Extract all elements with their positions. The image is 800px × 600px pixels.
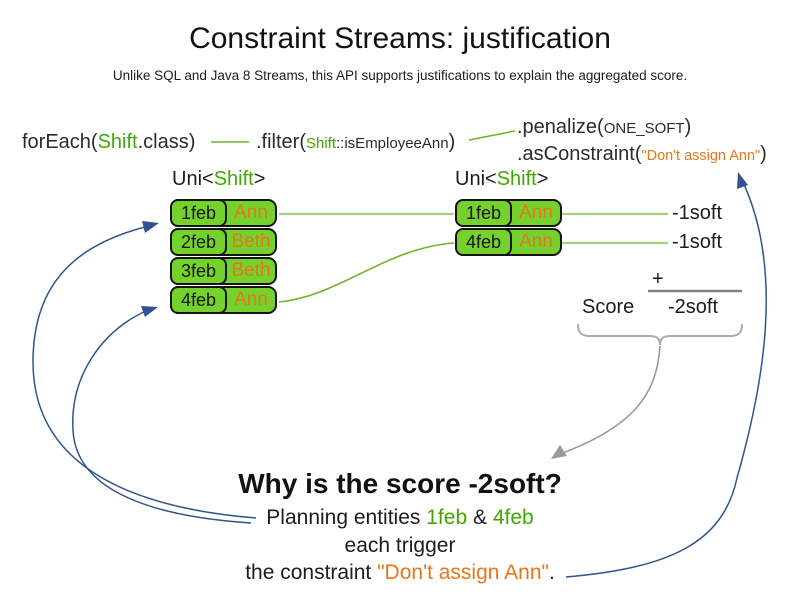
line3-post: . xyxy=(548,561,555,584)
explanation-line1: Planning entities 1feb & 4feb xyxy=(0,506,800,530)
connector-filter-to-penalize xyxy=(468,130,516,141)
row-date: 1feb xyxy=(455,199,512,227)
penalty-1: -1soft xyxy=(672,202,723,224)
explanation-line3: the constraint "Don't assign Ann". xyxy=(0,561,800,585)
line1-entity-1feb: 1feb xyxy=(426,506,468,529)
penalize-pre: .penalize( xyxy=(517,116,604,138)
page-title: Constraint Streams: justification xyxy=(189,22,611,55)
right-type-post: > xyxy=(536,168,549,190)
blue-arrow-to-4feb xyxy=(72,310,252,524)
row-employee: Ann xyxy=(234,289,268,310)
connector-left4feb-to-right4feb xyxy=(278,242,455,303)
right-type-pre: Uni< xyxy=(455,168,497,190)
row-date: 3feb xyxy=(170,257,227,285)
line1-pre: Planning entities xyxy=(266,506,427,529)
line1-entity-4feb: 4feb xyxy=(492,506,534,529)
score-value: -2soft xyxy=(668,296,719,318)
row-employee: Beth xyxy=(231,260,271,281)
row-employee: Beth xyxy=(231,231,271,252)
stream-row-right-1feb: 1feb Ann xyxy=(455,199,562,227)
row-employee: Ann xyxy=(234,202,268,223)
score-label: Score xyxy=(582,296,635,318)
right-stream-type: Uni<Shift> xyxy=(455,168,548,191)
foreach-class: Shift xyxy=(97,131,138,153)
blue-arrowhead-constraint-icon xyxy=(737,172,748,189)
row-date: 1feb xyxy=(170,199,227,227)
row-employee: Ann xyxy=(519,202,553,223)
left-type-pre: Uni< xyxy=(172,168,214,190)
line1-amp: & xyxy=(467,506,493,529)
blue-arrow-to-1feb xyxy=(32,226,257,519)
line3-constraint-quote: "Don't assign Ann" xyxy=(377,561,549,584)
foreach-pre: forEach( xyxy=(22,131,98,153)
blue-arrow-to-constraint xyxy=(565,177,767,578)
left-type-class: Shift xyxy=(213,168,254,190)
blue-arrowhead-1feb-icon xyxy=(142,221,159,233)
code-filter: .filter(Shift::isEmployeeAnn) xyxy=(256,131,455,154)
asconstraint-arg: "Don't assign Ann" xyxy=(641,148,761,164)
filter-post: ) xyxy=(448,131,456,153)
left-stream-type: Uni<Shift> xyxy=(172,168,265,191)
row-date: 4feb xyxy=(170,286,227,314)
penalty-2: -1soft xyxy=(672,231,723,253)
asconstraint-pre: .asConstraint( xyxy=(517,143,642,165)
gray-arrowhead-icon xyxy=(551,445,567,459)
stream-row-left-1feb: 1feb Ann xyxy=(170,199,277,227)
stream-row-left-2feb: 2feb Beth xyxy=(170,228,277,256)
foreach-post: .class) xyxy=(137,131,196,153)
row-date: 2feb xyxy=(170,228,227,256)
code-foreach: forEach(Shift.class) xyxy=(22,131,195,154)
row-date: 4feb xyxy=(455,228,512,256)
why-heading: Why is the score -2soft? xyxy=(238,468,562,499)
gray-arrow-curve xyxy=(559,345,661,455)
stream-row-left-4feb: 4feb Ann xyxy=(170,286,277,314)
stream-row-left-3feb: 3feb Beth xyxy=(170,257,277,285)
page-subtitle: Unlike SQL and Java 8 Streams, this API … xyxy=(112,68,688,83)
explanation-line2: each trigger xyxy=(344,534,456,557)
blue-arrowhead-4feb-icon xyxy=(141,306,158,317)
right-type-class: Shift xyxy=(496,168,537,190)
plus-sign: + xyxy=(652,268,664,290)
row-employee: Ann xyxy=(519,231,553,252)
filter-class: Shift xyxy=(306,135,337,152)
code-penalize: .penalize(ONE_SOFT) xyxy=(517,116,691,139)
asconstraint-post: ) xyxy=(760,143,767,165)
filter-method: ::isEmployeeAnn xyxy=(336,135,449,152)
left-type-post: > xyxy=(253,168,266,190)
stream-row-right-4feb: 4feb Ann xyxy=(455,228,562,256)
score-brace xyxy=(577,324,743,346)
line3-pre: the constraint xyxy=(245,561,378,584)
penalize-arg: ONE_SOFT xyxy=(603,120,685,137)
penalize-post: ) xyxy=(684,116,692,138)
code-asconstraint: .asConstraint("Don't assign Ann") xyxy=(517,143,767,166)
filter-pre: .filter( xyxy=(256,131,306,153)
